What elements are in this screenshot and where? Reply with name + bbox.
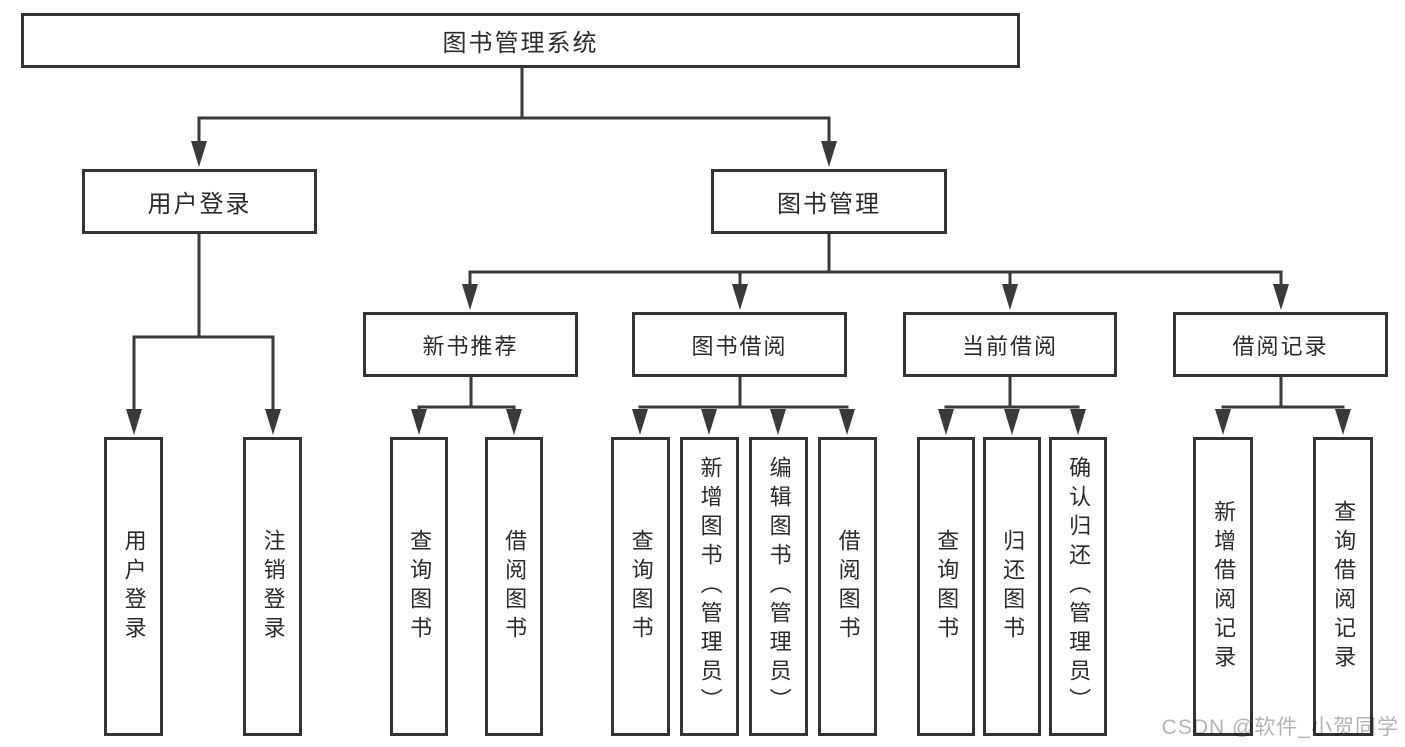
edge-arrowhead [1070, 409, 1086, 435]
leaf-add-borrow-record: 新增借阅记录 [1193, 437, 1253, 736]
node-label: 查询借阅记录 [1331, 499, 1357, 674]
leaf-logout-login: 注销登录 [243, 437, 302, 736]
edge-user-login-to-children [126, 233, 281, 435]
edge-arrowhead [938, 409, 954, 435]
edge-arrowhead [506, 409, 522, 435]
edge-arrowhead [770, 409, 786, 435]
watermark: CSDN @软件_小贺同学 [1161, 716, 1399, 739]
node-user-login: 用户登录 [82, 169, 317, 234]
leaf-query-books-recommend: 查询图书 [390, 437, 448, 736]
edge-book-borrow-to-children [632, 376, 855, 435]
leaf-borrow-books-recommend: 借阅图书 [485, 437, 543, 736]
edge-arrowhead [701, 409, 717, 435]
node-borrow-record: 借阅记录 [1173, 312, 1388, 377]
leaf-edit-book-admin: 编辑图书（管理员） [749, 437, 808, 736]
edge-arrowhead [411, 409, 427, 435]
edge-arrowhead [821, 141, 837, 167]
node-book-borrow: 图书借阅 [632, 312, 847, 377]
edge-arrowhead [632, 409, 648, 435]
node-label: 图书管理系统 [442, 30, 599, 57]
edge-current-borrow-to-children [938, 376, 1086, 435]
node-label: 新增借阅记录 [1211, 499, 1237, 674]
leaf-borrow-books-borrow: 借阅图书 [818, 437, 877, 736]
edge-root-to-children [191, 68, 837, 167]
node-label: 图书管理 [777, 191, 881, 218]
edge-borrow-record-to-children [1215, 376, 1351, 435]
node-label: 借阅图书 [502, 528, 528, 645]
node-label: 注销登录 [260, 528, 286, 645]
node-label: 当前借阅 [961, 333, 1058, 359]
leaf-query-borrow-record: 查询借阅记录 [1313, 437, 1373, 736]
node-book-management: 图书管理 [711, 169, 947, 234]
edge-new-book-recommend-to-children [411, 376, 522, 435]
edge-arrowhead [1004, 409, 1020, 435]
leaf-confirm-return-admin: 确认归还（管理员） [1049, 437, 1107, 736]
node-label: 借阅记录 [1232, 333, 1329, 359]
node-library-management-system: 图书管理系统 [21, 13, 1020, 68]
node-label: 查询图书 [934, 528, 960, 645]
node-label: 用户登录 [147, 191, 252, 218]
edge-arrowhead [1273, 284, 1289, 310]
node-label: 查询图书 [407, 528, 433, 645]
node-label: 新增图书（管理员） [697, 456, 723, 717]
leaf-query-books-borrow: 查询图书 [611, 437, 670, 736]
edge-arrowhead [462, 284, 478, 310]
node-new-book-recommend: 新书推荐 [363, 312, 578, 377]
edge-arrowhead [126, 409, 142, 435]
edge-arrowhead [265, 409, 281, 435]
edge-arrowhead [191, 141, 207, 167]
node-label: 归还图书 [1000, 528, 1026, 645]
node-label: 查询图书 [628, 528, 654, 645]
leaf-user-login: 用户登录 [104, 437, 163, 736]
node-label: 新书推荐 [422, 333, 519, 359]
node-current-borrow: 当前借阅 [903, 312, 1117, 377]
edge-arrowhead [839, 409, 855, 435]
node-label: 用户登录 [121, 528, 147, 645]
leaf-add-book-admin: 新增图书（管理员） [680, 437, 739, 736]
edge-book-management-to-children [462, 233, 1289, 310]
node-label: 借阅图书 [835, 528, 861, 645]
edge-arrowhead [1335, 409, 1351, 435]
edge-arrowhead [1002, 284, 1018, 310]
node-label: 编辑图书（管理员） [766, 456, 792, 717]
edge-arrowhead [1215, 409, 1231, 435]
node-label: 确认归还（管理员） [1066, 456, 1092, 717]
leaf-return-books: 归还图书 [983, 437, 1041, 736]
node-label: 图书借阅 [691, 333, 788, 359]
leaf-query-books-current: 查询图书 [917, 437, 975, 736]
edge-arrowhead [732, 284, 748, 310]
